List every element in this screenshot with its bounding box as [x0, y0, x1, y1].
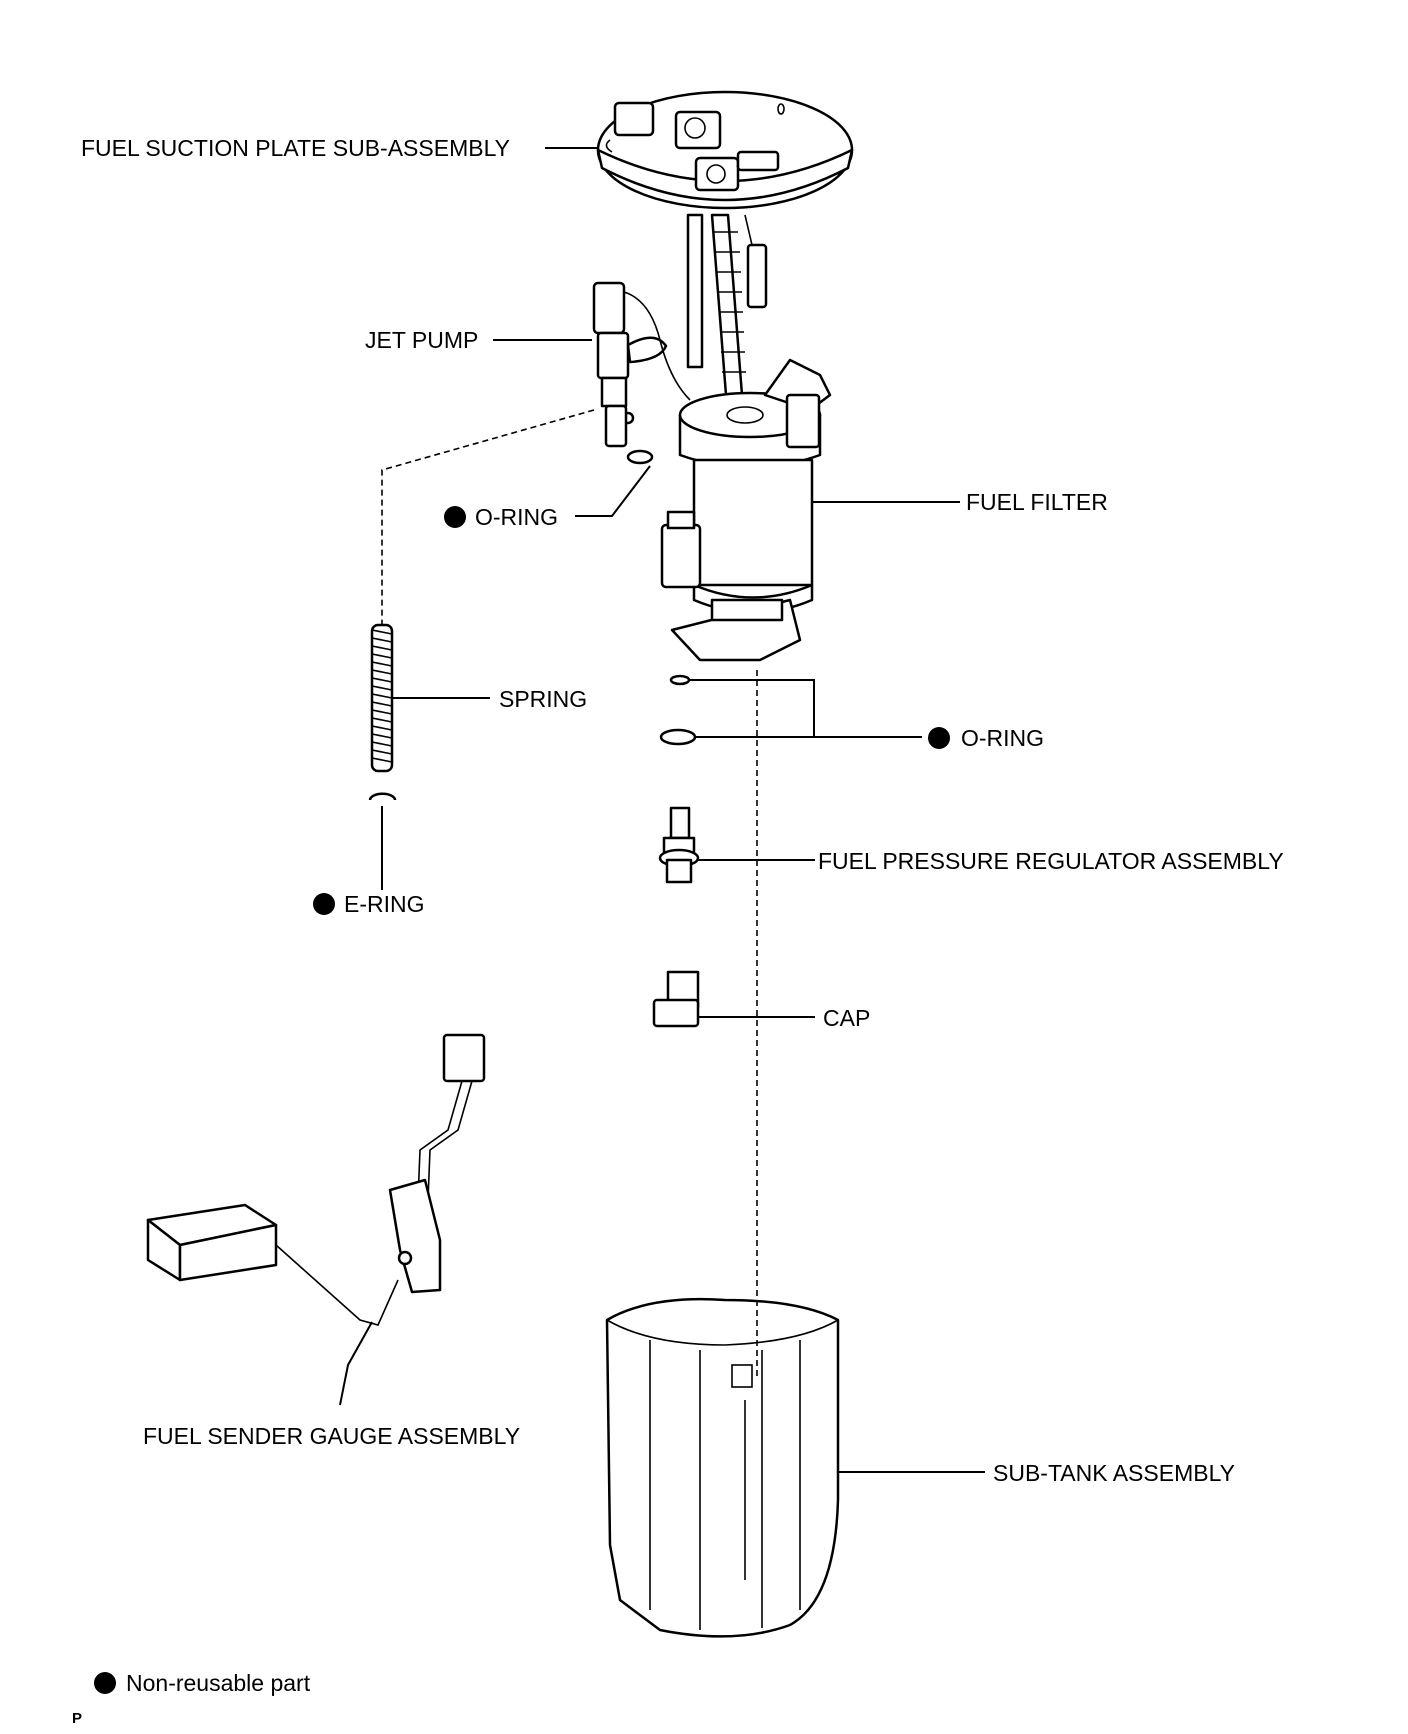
legend: Non-reusable part P — [72, 1670, 311, 1727]
legend-non-reusable-label: Non-reusable part — [126, 1670, 311, 1696]
label-o-ring-upper: O-RING — [475, 504, 558, 530]
label-e-ring: E-RING — [344, 891, 425, 917]
alignment-lines — [381, 409, 758, 1380]
o-ring-upper-part — [626, 449, 654, 465]
label-o-ring-lower: O-RING — [961, 725, 1044, 751]
non-reusable-icon — [928, 727, 950, 749]
label-cap: CAP — [823, 1005, 870, 1031]
cap-part — [652, 970, 700, 1028]
non-reusable-icon — [94, 1672, 116, 1694]
label-fuel-filter: FUEL FILTER — [966, 489, 1108, 515]
non-reusable-icon — [444, 506, 466, 528]
fuel-filter-part — [660, 358, 832, 662]
label-fuel-suction-plate: FUEL SUCTION PLATE SUB-ASSEMBLY — [81, 135, 510, 161]
fuel-suction-plate-part — [596, 90, 854, 397]
jet-pump-part — [592, 281, 691, 448]
e-ring-part — [368, 792, 397, 801]
part-labels: FUEL SUCTION PLATE SUB-ASSEMBLY JET PUMP… — [81, 135, 1284, 1486]
label-fuel-sender-gauge: FUEL SENDER GAUGE ASSEMBLY — [143, 1423, 520, 1449]
label-spring: SPRING — [499, 686, 587, 712]
o-ring-small-part — [669, 674, 691, 686]
non-reusable-icon — [313, 893, 335, 915]
fuel-pressure-regulator-part — [658, 806, 700, 884]
fuel-sender-gauge-part — [146, 1033, 486, 1326]
label-sub-tank: SUB-TANK ASSEMBLY — [993, 1460, 1235, 1486]
o-ring-large-part — [659, 728, 697, 746]
leader-lines — [339, 147, 985, 1473]
corner-mark: P — [72, 1710, 82, 1727]
spring-part — [370, 623, 394, 773]
label-fuel-pressure-regulator: FUEL PRESSURE REGULATOR ASSEMBLY — [818, 848, 1284, 874]
label-jet-pump: JET PUMP — [365, 327, 478, 353]
sub-tank-part — [605, 1297, 840, 1638]
